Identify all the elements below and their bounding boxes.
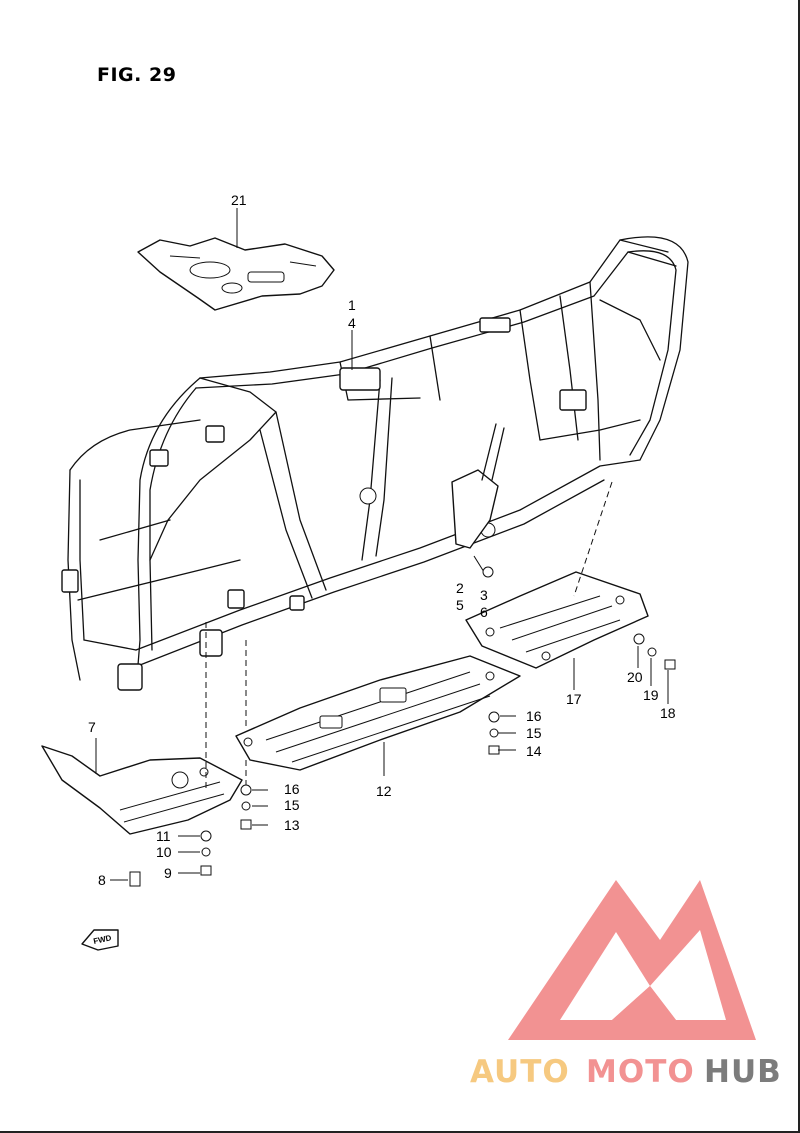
callout-2: 2: [456, 580, 464, 596]
callout-3: 3: [480, 587, 488, 603]
part-21-cover: [137, 237, 335, 311]
callout-12: 12: [376, 783, 392, 799]
callout-15a: 15: [526, 725, 542, 741]
page-border-right: [798, 0, 800, 1133]
callout-8: 8: [98, 872, 106, 888]
callout-4: 4: [348, 315, 356, 331]
callout-labels: 21 1 4 2 5 3 6 7 8 9 10 11 12 13 15 16 1…: [88, 192, 676, 888]
callout-18: 18: [660, 705, 676, 721]
fwd-label: FWD: [93, 933, 113, 946]
callout-11: 11: [156, 828, 171, 844]
callout-1: 1: [348, 297, 356, 313]
callout-5: 5: [456, 597, 464, 613]
part-17-rear-skid: [465, 571, 649, 669]
watermark-text-moto: MOTO: [586, 1054, 695, 1090]
watermark-text-auto: AUTO: [470, 1054, 570, 1090]
callout-7: 7: [88, 719, 96, 735]
fwd-arrow: FWD: [81, 929, 119, 951]
main-frame: [61, 236, 689, 691]
callout-14: 14: [526, 743, 542, 759]
figure-title: FIG. 29: [97, 64, 177, 86]
part-7-front-skid: [41, 745, 243, 835]
watermark-logo: AUTO MOTO HUB: [470, 880, 782, 1090]
part-12-center-skid: [235, 655, 521, 771]
fasteners: [129, 566, 676, 887]
callout-15b: 15: [284, 797, 300, 813]
callout-6: 6: [480, 604, 488, 620]
callout-17: 17: [566, 691, 582, 707]
callout-16a: 16: [526, 708, 542, 724]
callout-9: 9: [164, 865, 172, 881]
callout-16b: 16: [284, 781, 300, 797]
callout-10: 10: [156, 844, 172, 860]
watermark-text-hub: HUB: [704, 1054, 782, 1090]
callout-13: 13: [284, 817, 300, 833]
callout-20: 20: [627, 669, 643, 685]
assembly-leader-lines: [205, 481, 613, 790]
callout-19: 19: [643, 687, 659, 703]
callout-21: 21: [231, 192, 247, 208]
callout-leaders: [95, 208, 669, 881]
page-border-bottom: [0, 1131, 800, 1133]
